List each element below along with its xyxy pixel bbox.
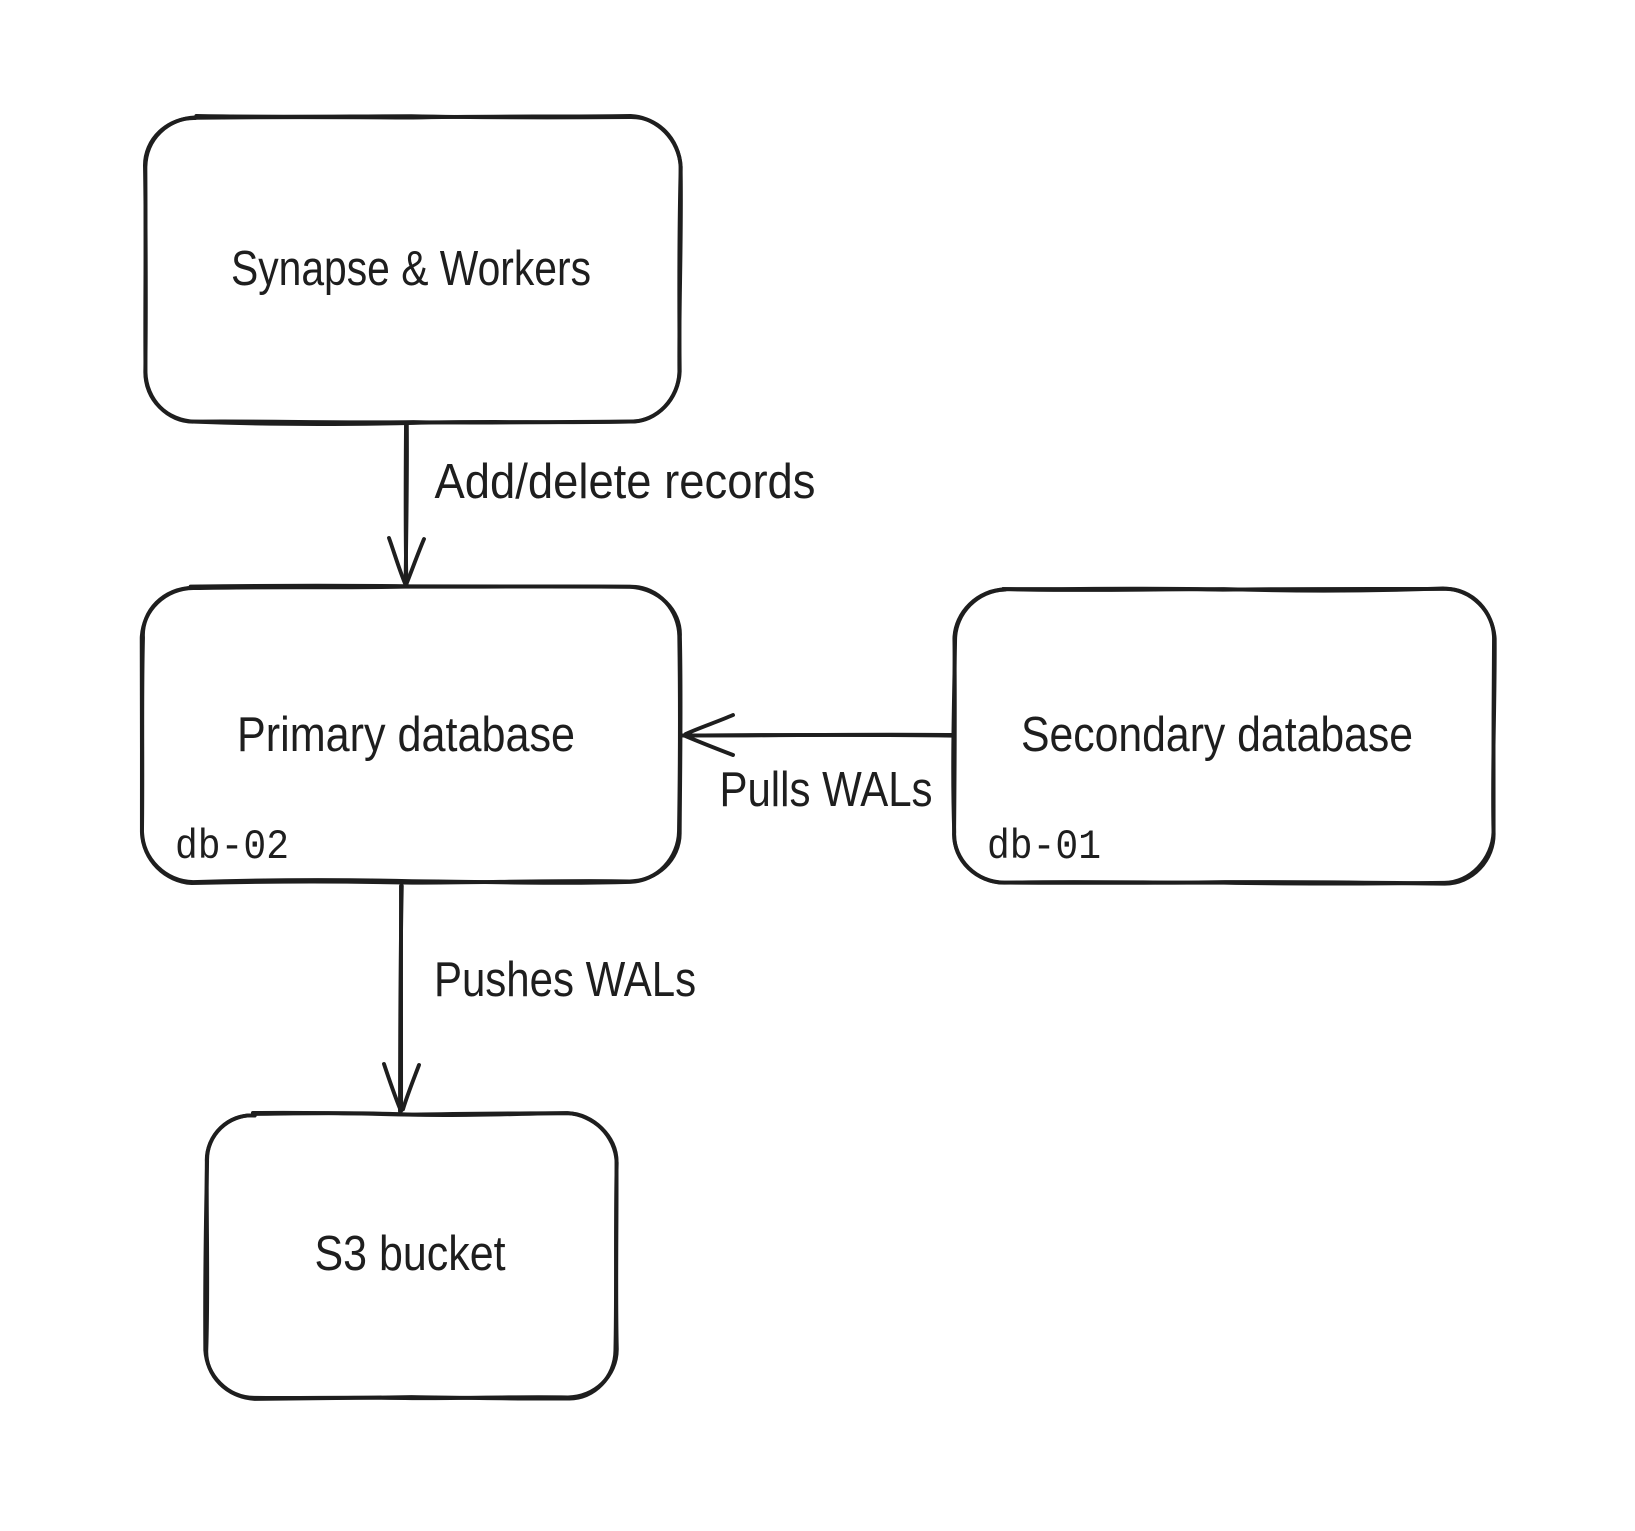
svg-text:Synapse & Workers: Synapse & Workers	[231, 240, 591, 296]
svg-text:Pulls WALs: Pulls WALs	[719, 761, 932, 817]
svg-text:Primary database: Primary database	[237, 706, 575, 762]
svg-text:Add/delete records: Add/delete records	[435, 453, 816, 509]
svg-text:Pushes WALs: Pushes WALs	[434, 951, 696, 1007]
svg-text:S3 bucket: S3 bucket	[315, 1225, 506, 1281]
svg-text:db-01: db-01	[987, 823, 1101, 870]
svg-text:db-02: db-02	[175, 823, 289, 870]
svg-text:Secondary database: Secondary database	[1021, 706, 1413, 762]
